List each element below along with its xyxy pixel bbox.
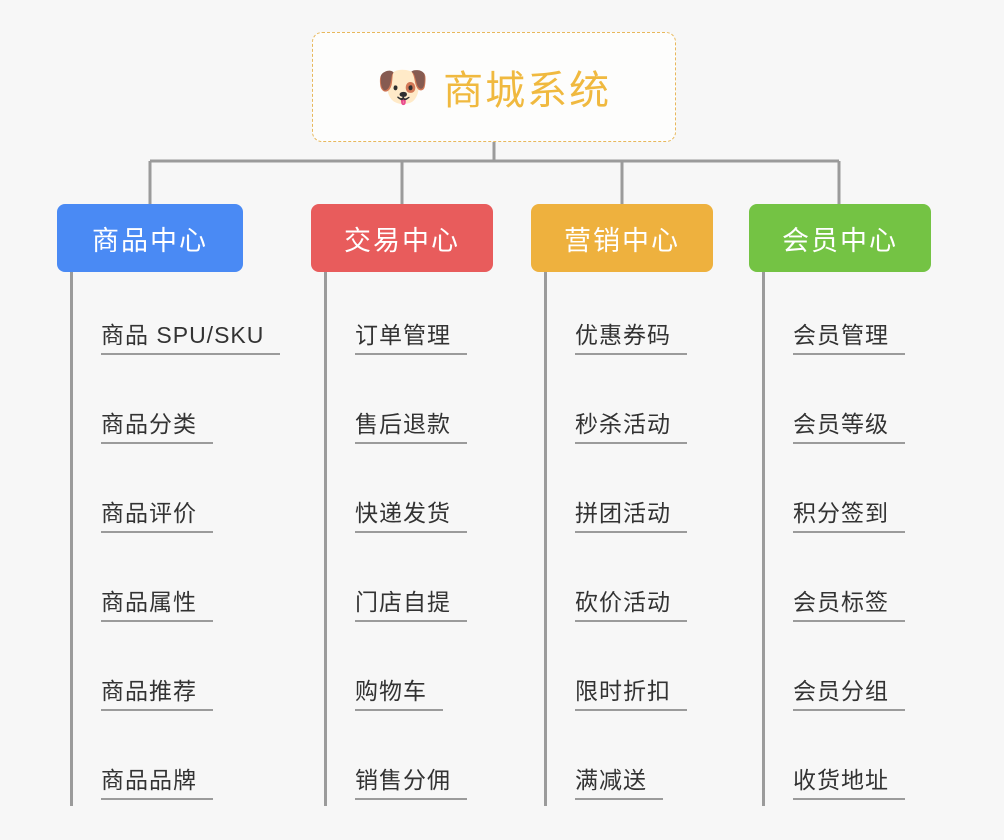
branch-header-label: 会员中心 — [782, 225, 898, 256]
branch-member: 会员中心 会员管理 会员等级 积分签到 会员标签 会员分组 收货地址 — [749, 204, 931, 806]
leaf-list-product: 商品 SPU/SKU 商品分类 商品评价 商品属性 商品推荐 商品品牌 — [70, 272, 281, 806]
leaf-item[interactable]: 满减送 — [547, 717, 726, 806]
root-title: 商城系统 — [443, 69, 612, 113]
leaf-item-label: 商品推荐 — [101, 678, 213, 711]
branch-header-label: 商品中心 — [92, 225, 208, 256]
leaf-item-label: 订单管理 — [355, 322, 467, 355]
leaf-item-label: 会员标签 — [793, 589, 905, 622]
branch-header-product[interactable]: 商品中心 — [57, 204, 243, 272]
leaf-item-label: 会员管理 — [793, 322, 905, 355]
leaf-item[interactable]: 商品品牌 — [73, 717, 256, 806]
leaf-item-label: 会员等级 — [793, 411, 905, 444]
leaf-item[interactable]: 会员管理 — [765, 272, 944, 361]
branch-header-label: 交易中心 — [344, 225, 460, 256]
leaf-item[interactable]: 拼团活动 — [547, 450, 726, 539]
leaf-item[interactable]: 会员分组 — [765, 628, 944, 717]
leaf-item[interactable]: 会员标签 — [765, 539, 944, 628]
leaf-list-trade: 订单管理 售后退款 快递发货 门店自提 购物车 销售分佣 — [324, 272, 506, 806]
leaf-item[interactable]: 商品推荐 — [73, 628, 256, 717]
dog-face-icon: 🐶 — [376, 63, 430, 110]
branch-trade: 交易中心 订单管理 售后退款 快递发货 门店自提 购物车 销售分佣 — [311, 204, 493, 806]
branch-product: 商品中心 商品 SPU/SKU 商品分类 商品评价 商品属性 商品推荐 商品品牌 — [57, 204, 281, 806]
leaf-list-member: 会员管理 会员等级 积分签到 会员标签 会员分组 收货地址 — [762, 272, 944, 806]
leaf-item-label: 商品评价 — [101, 500, 213, 533]
leaf-list-marketing: 优惠券码 秒杀活动 拼团活动 砍价活动 限时折扣 满减送 — [544, 272, 726, 806]
leaf-item[interactable]: 商品分类 — [73, 361, 256, 450]
branch-header-marketing[interactable]: 营销中心 — [531, 204, 713, 272]
leaf-item-label: 拼团活动 — [575, 500, 687, 533]
leaf-item[interactable]: 销售分佣 — [327, 717, 506, 806]
leaf-item[interactable]: 售后退款 — [327, 361, 506, 450]
leaf-item[interactable]: 收货地址 — [765, 717, 944, 806]
leaf-item-label: 售后退款 — [355, 411, 467, 444]
leaf-item-label: 会员分组 — [793, 678, 905, 711]
leaf-item-label: 积分签到 — [793, 500, 905, 533]
leaf-item-label: 收货地址 — [793, 767, 905, 800]
leaf-item-label: 购物车 — [355, 678, 443, 711]
leaf-item[interactable]: 商品评价 — [73, 450, 256, 539]
leaf-item[interactable]: 会员等级 — [765, 361, 944, 450]
root-node[interactable]: 🐶 商城系统 — [312, 32, 676, 142]
leaf-item-label: 商品 SPU/SKU — [101, 322, 281, 355]
branch-header-label: 营销中心 — [564, 225, 680, 256]
leaf-item[interactable]: 限时折扣 — [547, 628, 726, 717]
leaf-item-label: 商品分类 — [101, 411, 213, 444]
leaf-item[interactable]: 商品 SPU/SKU — [73, 272, 281, 361]
leaf-item[interactable]: 优惠券码 — [547, 272, 726, 361]
leaf-item-label: 销售分佣 — [355, 767, 467, 800]
leaf-item[interactable]: 砍价活动 — [547, 539, 726, 628]
leaf-item-label: 秒杀活动 — [575, 411, 687, 444]
leaf-item[interactable]: 积分签到 — [765, 450, 944, 539]
leaf-item-label: 砍价活动 — [575, 589, 687, 622]
leaf-item[interactable]: 门店自提 — [327, 539, 506, 628]
leaf-item[interactable]: 快递发货 — [327, 450, 506, 539]
leaf-item[interactable]: 秒杀活动 — [547, 361, 726, 450]
leaf-item-label: 门店自提 — [355, 589, 467, 622]
branch-header-trade[interactable]: 交易中心 — [311, 204, 493, 272]
leaf-item-label: 商品品牌 — [101, 767, 213, 800]
leaf-item[interactable]: 商品属性 — [73, 539, 256, 628]
branch-marketing: 营销中心 优惠券码 秒杀活动 拼团活动 砍价活动 限时折扣 满减送 — [531, 204, 713, 806]
leaf-item-label: 快递发货 — [355, 500, 467, 533]
leaf-item-label: 限时折扣 — [575, 678, 687, 711]
leaf-item[interactable]: 购物车 — [327, 628, 506, 717]
leaf-item-label: 满减送 — [575, 767, 663, 800]
branch-header-member[interactable]: 会员中心 — [749, 204, 931, 272]
leaf-item-label: 优惠券码 — [575, 322, 687, 355]
leaf-item-label: 商品属性 — [101, 589, 213, 622]
leaf-item[interactable]: 订单管理 — [327, 272, 506, 361]
